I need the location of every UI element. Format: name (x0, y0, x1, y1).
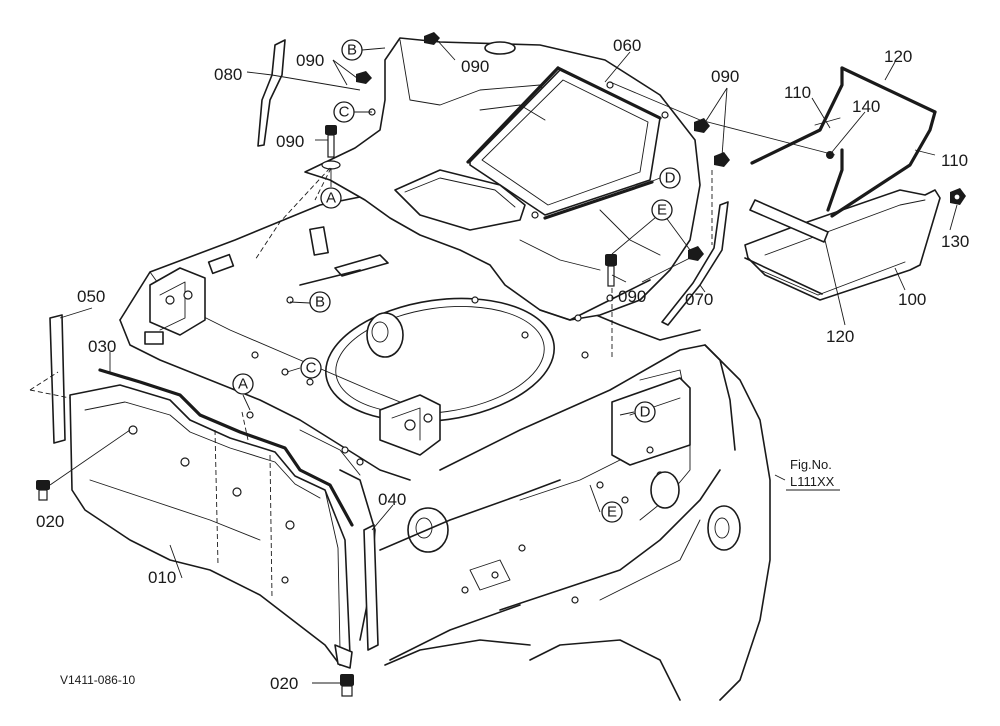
svg-text:C: C (339, 104, 350, 121)
part-080-seal-strip (257, 39, 286, 147)
svg-text:B: B (347, 42, 357, 59)
part-label-090: 090 (618, 287, 646, 306)
part-label-090: 090 (296, 51, 324, 70)
svg-text:E: E (657, 202, 667, 219)
callout-e-upper: E (651, 199, 673, 221)
part-labels: 080 090 090 060 090 090 110 120 140 110 … (36, 36, 969, 693)
svg-text:D: D (640, 404, 651, 421)
svg-text:C: C (306, 360, 317, 377)
part-label-030: 030 (88, 337, 116, 356)
part-label-140: 140 (852, 97, 880, 116)
callout-b-upper: B (341, 39, 363, 61)
part-120-plates (749, 199, 829, 243)
part-label-010: 010 (148, 568, 176, 587)
part-label-050: 050 (77, 287, 105, 306)
part-050-strip (49, 314, 66, 444)
callout-a-lower: A (232, 373, 254, 395)
part-label-090: 090 (711, 67, 739, 86)
svg-text:B: B (315, 294, 325, 311)
bolt-icon (714, 152, 730, 167)
figure-reference: Fig.No. L111XX (786, 457, 840, 491)
figure-ref-number: L111XX (790, 474, 835, 489)
part-100-tray (744, 189, 941, 301)
callout-d-lower: D (634, 401, 656, 423)
bolt-icon (36, 480, 50, 501)
part-label-090: 090 (276, 132, 304, 151)
callouts: B C A D E B C A (232, 39, 681, 523)
part-110-brackets (750, 66, 937, 218)
bolt-icon (424, 32, 440, 45)
part-label-070: 070 (685, 290, 713, 309)
part-label-110: 110 (784, 83, 811, 102)
part-label-020: 020 (36, 512, 64, 531)
callout-c-lower: C (300, 357, 322, 379)
bolt-icon (605, 254, 617, 287)
part-010-front-cover (69, 384, 353, 669)
callout-d-upper: D (659, 167, 681, 189)
part-060-upper-cover (304, 37, 701, 322)
figure-ref-label: Fig.No. (790, 457, 832, 472)
drawing-code: V1411-086-10 (60, 673, 135, 687)
svg-text:E: E (607, 504, 617, 521)
callout-e-lower: E (601, 501, 623, 523)
bolt-icon (340, 674, 354, 697)
part-030-seal (98, 368, 354, 527)
part-label-060: 060 (613, 36, 641, 55)
main-frame (119, 189, 771, 701)
part-label-080: 080 (214, 65, 242, 84)
bolt-icon (688, 246, 704, 261)
part-040-strip (363, 524, 379, 651)
svg-text:D: D (665, 170, 676, 187)
part-label-090: 090 (461, 57, 489, 76)
callout-c-upper: C (333, 101, 355, 123)
callout-a-upper: A (320, 187, 342, 209)
part-label-120: 120 (884, 47, 912, 66)
bolt-icon (321, 125, 341, 170)
callout-b-lower: B (309, 291, 331, 313)
part-070-seal-strip (661, 201, 729, 326)
part-140-clip (826, 151, 834, 159)
part-label-040: 040 (378, 490, 406, 509)
leader-lines (29, 39, 958, 684)
part-130-nut (950, 188, 966, 205)
part-label-020: 020 (270, 674, 298, 693)
part-label-120: 120 (826, 327, 854, 346)
part-label-110: 110 (941, 151, 968, 170)
part-label-130: 130 (941, 232, 969, 251)
svg-text:A: A (326, 190, 336, 207)
svg-text:A: A (238, 376, 248, 393)
part-label-100: 100 (898, 290, 926, 309)
bolt-icon (356, 71, 372, 84)
